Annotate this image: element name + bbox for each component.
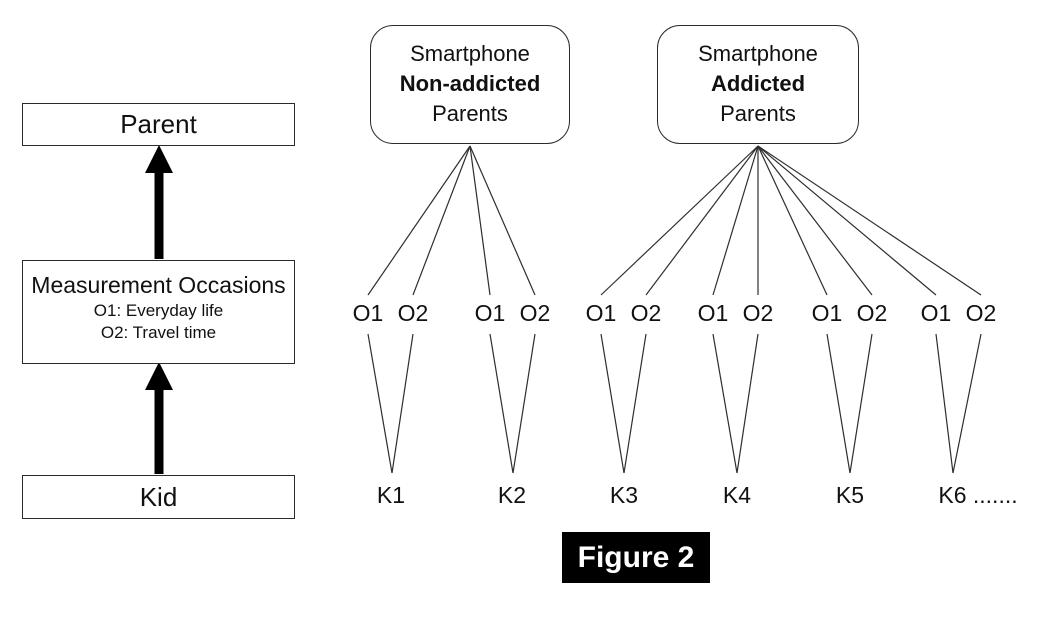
occasion-label-k2-o2: O2: [519, 300, 551, 326]
fan-addicted: [600, 145, 982, 296]
v-lines-k1: [367, 333, 414, 474]
occasion-label-k5-o2: O2: [856, 300, 888, 326]
occasion-2-description: O2: Travel time: [100, 323, 217, 342]
occasion-label-k3-o1: O1: [585, 300, 617, 326]
kid-label-k1: K1: [376, 482, 406, 508]
cluster-addicted-line1: Smartphone: [698, 41, 818, 66]
measurement-occasions-box: Measurement Occasions O1: Everyday life …: [22, 260, 295, 364]
occasion-label-k1-o1: O1: [352, 300, 384, 326]
occasion-label-k4-o1: O1: [697, 300, 729, 326]
cluster-non-addicted-line2: Non-addicted: [399, 71, 541, 96]
occasion-label-k6-o2: O2: [965, 300, 997, 326]
cluster-addicted-line3: Parents: [720, 101, 796, 126]
arrow-kid-to-mo: [145, 362, 173, 474]
cluster-addicted-line2: Addicted: [710, 71, 806, 96]
fan-non-addicted: [367, 145, 536, 296]
v-lines-k2: [489, 333, 536, 474]
measurement-occasions-title: Measurement Occasions: [31, 272, 286, 298]
parent-box: Parent: [22, 103, 295, 146]
kid-label-k2: K2: [497, 482, 527, 508]
arrow-mo-to-parent: [145, 145, 173, 259]
v-lines-k5: [826, 333, 873, 474]
cluster-non-addicted-line3: Parents: [432, 101, 508, 126]
occasion-label-k4-o2: O2: [742, 300, 774, 326]
cluster-non-addicted-line1: Smartphone: [410, 41, 530, 66]
cluster-box-non-addicted: Smartphone Non-addicted Parents: [370, 25, 570, 144]
v-lines-k4: [712, 333, 759, 474]
v-lines-k6: [935, 333, 982, 474]
occasion-label-k2-o1: O1: [474, 300, 506, 326]
v-lines-k3: [600, 333, 647, 474]
kid-label-k6: K6 .......: [938, 482, 1018, 508]
occasion-label-k6-o1: O1: [920, 300, 952, 326]
occasion-1-description: O1: Everyday life: [93, 301, 224, 320]
kid-label-k5: K5: [835, 482, 865, 508]
occasion-label-k1-o2: O2: [397, 300, 429, 326]
cluster-box-addicted: Smartphone Addicted Parents: [657, 25, 859, 144]
kid-box-label: Kid: [139, 482, 178, 512]
figure-caption: Figure 2: [562, 532, 710, 583]
kid-label-k3: K3: [609, 482, 639, 508]
kid-box: Kid: [22, 475, 295, 519]
occasion-label-k3-o2: O2: [630, 300, 662, 326]
parent-box-label: Parent: [120, 109, 197, 139]
occasion-label-k5-o1: O1: [811, 300, 843, 326]
kid-label-k4: K4: [722, 482, 752, 508]
